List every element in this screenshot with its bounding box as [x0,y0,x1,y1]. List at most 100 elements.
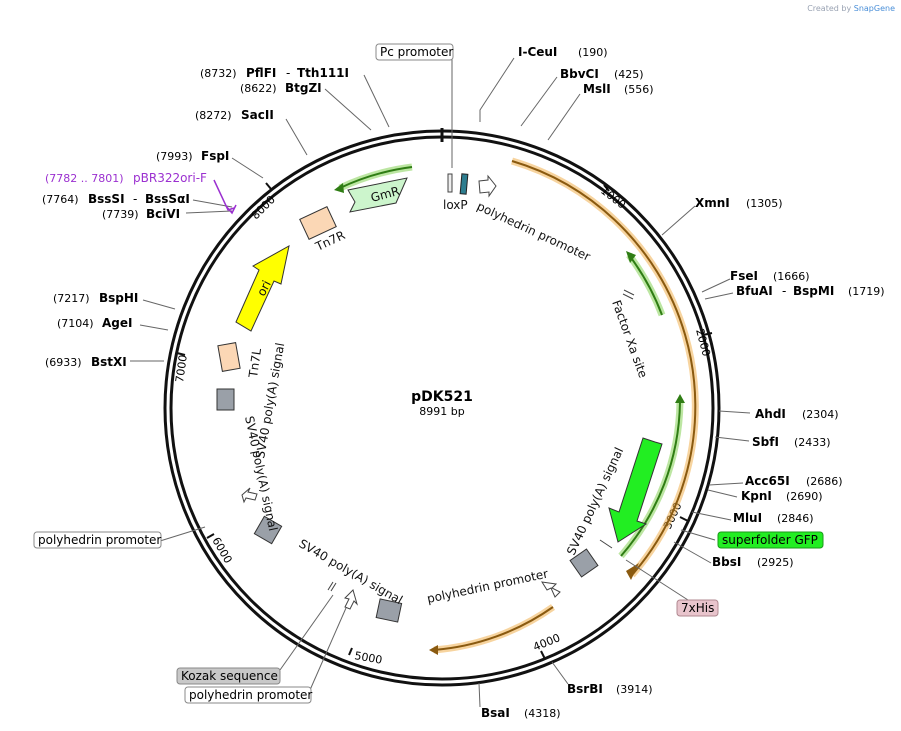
leader-kpni [707,489,738,498]
primer-label-group: (7782 .. 7801) pBR322ori-F [45,171,207,185]
polyhedrin-left-box[interactable] [33,531,162,549]
polyhedrin-right-arrow[interactable] [541,581,561,598]
site-name-mlui[interactable]: MluI [733,511,762,525]
leader-fspi [231,157,264,179]
leader-iceui [479,57,515,122]
orf-arc-green-short-halo [626,252,666,317]
superfolder-gfp-box[interactable] [717,531,824,549]
site-pos-bfuai: (1719) [848,285,885,298]
site-pos-msli: (556) [624,83,654,96]
sv40-bottom-terminator[interactable] [375,598,403,623]
tick-mark-3000 [679,516,689,522]
site-name-bsai[interactable]: BsaI [481,706,510,720]
sv40-lower-left-terminator[interactable] [253,515,283,545]
site-name-bfuai[interactable]: BfuAI [736,284,773,298]
site-pos-agei: (7104) [57,317,94,330]
polyhedrin-top-arrow[interactable] [478,174,497,198]
site-name-ahdi[interactable]: AhdI [755,407,786,421]
tick-mark-8000 [265,182,272,190]
tick-mark-6000 [206,533,215,539]
orf-layer [334,157,699,655]
site-name-bsrbi[interactable]: BsrBI [567,682,603,696]
site-pos-pflfi: (8732) [200,67,237,80]
orf-arc-green-long [620,401,681,557]
site-name-bcivi[interactable]: BciVI [146,207,180,221]
site-name-bsssi[interactable]: BssSI [88,192,125,206]
tn7r-box[interactable] [299,206,337,240]
polyhedrin-left-arrow[interactable] [241,487,258,504]
site-pos-bbsi: (2925) [757,556,794,569]
site-pos-ahdi: (2304) [802,408,839,421]
site-name-kpni[interactable]: KpnI [741,489,772,503]
site-name-bbvci[interactable]: BbvCI [560,67,599,81]
orf-arc-green-long-head [675,394,685,403]
site-name-msli[interactable]: MslI [583,82,611,96]
sv40-left-terminator[interactable] [216,388,235,411]
ori-arrow[interactable] [235,245,290,332]
site-name-bbsi[interactable]: BbsI [712,555,741,569]
orf-arc-bottom [433,606,554,651]
site-name-bstxi[interactable]: BstXI [91,355,127,369]
site-name-sacii[interactable]: SacII [241,108,274,122]
primer-name[interactable]: pBR322ori-F [133,171,207,185]
leader-acc65i [708,482,744,486]
pc-promoter-box[interactable] [375,43,454,61]
his-tag-box[interactable] [676,599,719,617]
site-name-bspmi[interactable]: BspMI [793,284,834,298]
polyhedrin-bottom-box[interactable] [184,686,312,704]
snapgene-credit: Created by SnapGene [807,4,895,13]
leader-poly-bottom [309,607,347,691]
tick-mark-1000 [603,184,610,192]
site-name-bsssai[interactable]: BssSαI [145,192,190,206]
site-leaders-layer [130,57,751,708]
site-pos-fsei: (1666) [773,270,810,283]
tick-label-7000: 7000 [173,354,190,384]
site-name-btgzi[interactable]: BtgZI [285,81,322,95]
site-name-agei[interactable]: AgeI [102,316,132,330]
site-pos-bsssi: (7764) [42,193,79,206]
gmr-arrow[interactable] [347,177,408,213]
superfolder-gfp-arrow[interactable] [608,437,663,543]
kozak-box[interactable] [176,667,281,685]
site-name-sbfi[interactable]: SbfI [752,435,779,449]
tick-label-2000: 2000 [693,327,713,357]
tick-label-5000: 5000 [353,649,383,667]
site-name-bsphi[interactable]: BspHI [99,291,138,305]
plasmid-name: pDK521 [411,389,473,405]
loxp-feature[interactable] [459,173,469,195]
tick-label-6000: 6000 [209,535,234,566]
site-name-iceui[interactable]: I-CeuI [518,45,557,59]
site-pos-xmni: (1305) [746,197,783,210]
site-name-fsei[interactable]: FseI [730,269,758,283]
site-pos-btgzi: (8622) [240,82,277,95]
site-pos-bbvci: (425) [614,68,644,81]
site-name-fspi[interactable]: FspI [201,149,229,163]
loxp-rbs-marker [447,173,453,193]
site-dash-bsssi: - [133,192,137,206]
leader-sacii [285,118,308,156]
credit-brand: SnapGene [853,4,895,13]
site-dash-bfuai: - [782,284,786,298]
site-name-acc65i[interactable]: Acc65I [745,474,790,488]
site-pos-iceui: (190) [578,46,608,59]
leader-bcivi [185,210,233,214]
leader-bsphi [142,299,176,310]
site-name-pflfi[interactable]: PflFI [246,66,276,80]
polyhedrin-bottom-arrow[interactable] [344,589,359,610]
boxed-labels-layer: Pc promoter superfolder GFP 7xHis Kozak … [33,43,824,704]
orf-arc-orange-head [626,563,639,580]
leader-bbvci [520,76,558,127]
label-sv40-right: SV40 poly(A) signal [564,445,626,557]
site-name-tth111i[interactable]: Tth111I [297,66,349,80]
plasmid-length: 8991 bp [419,405,464,418]
factor-xa-mark-1 [623,289,635,296]
leader-bsai [478,682,481,708]
leader-msli [547,93,581,141]
sv40-right-terminator[interactable] [569,548,599,578]
site-pos-bsai: (4318) [524,707,561,720]
tn7l-box[interactable] [217,342,241,372]
kozak-mark-1 [327,581,334,591]
site-pos-bcivi: (7739) [102,208,139,221]
site-name-xmni[interactable]: XmnI [695,196,730,210]
